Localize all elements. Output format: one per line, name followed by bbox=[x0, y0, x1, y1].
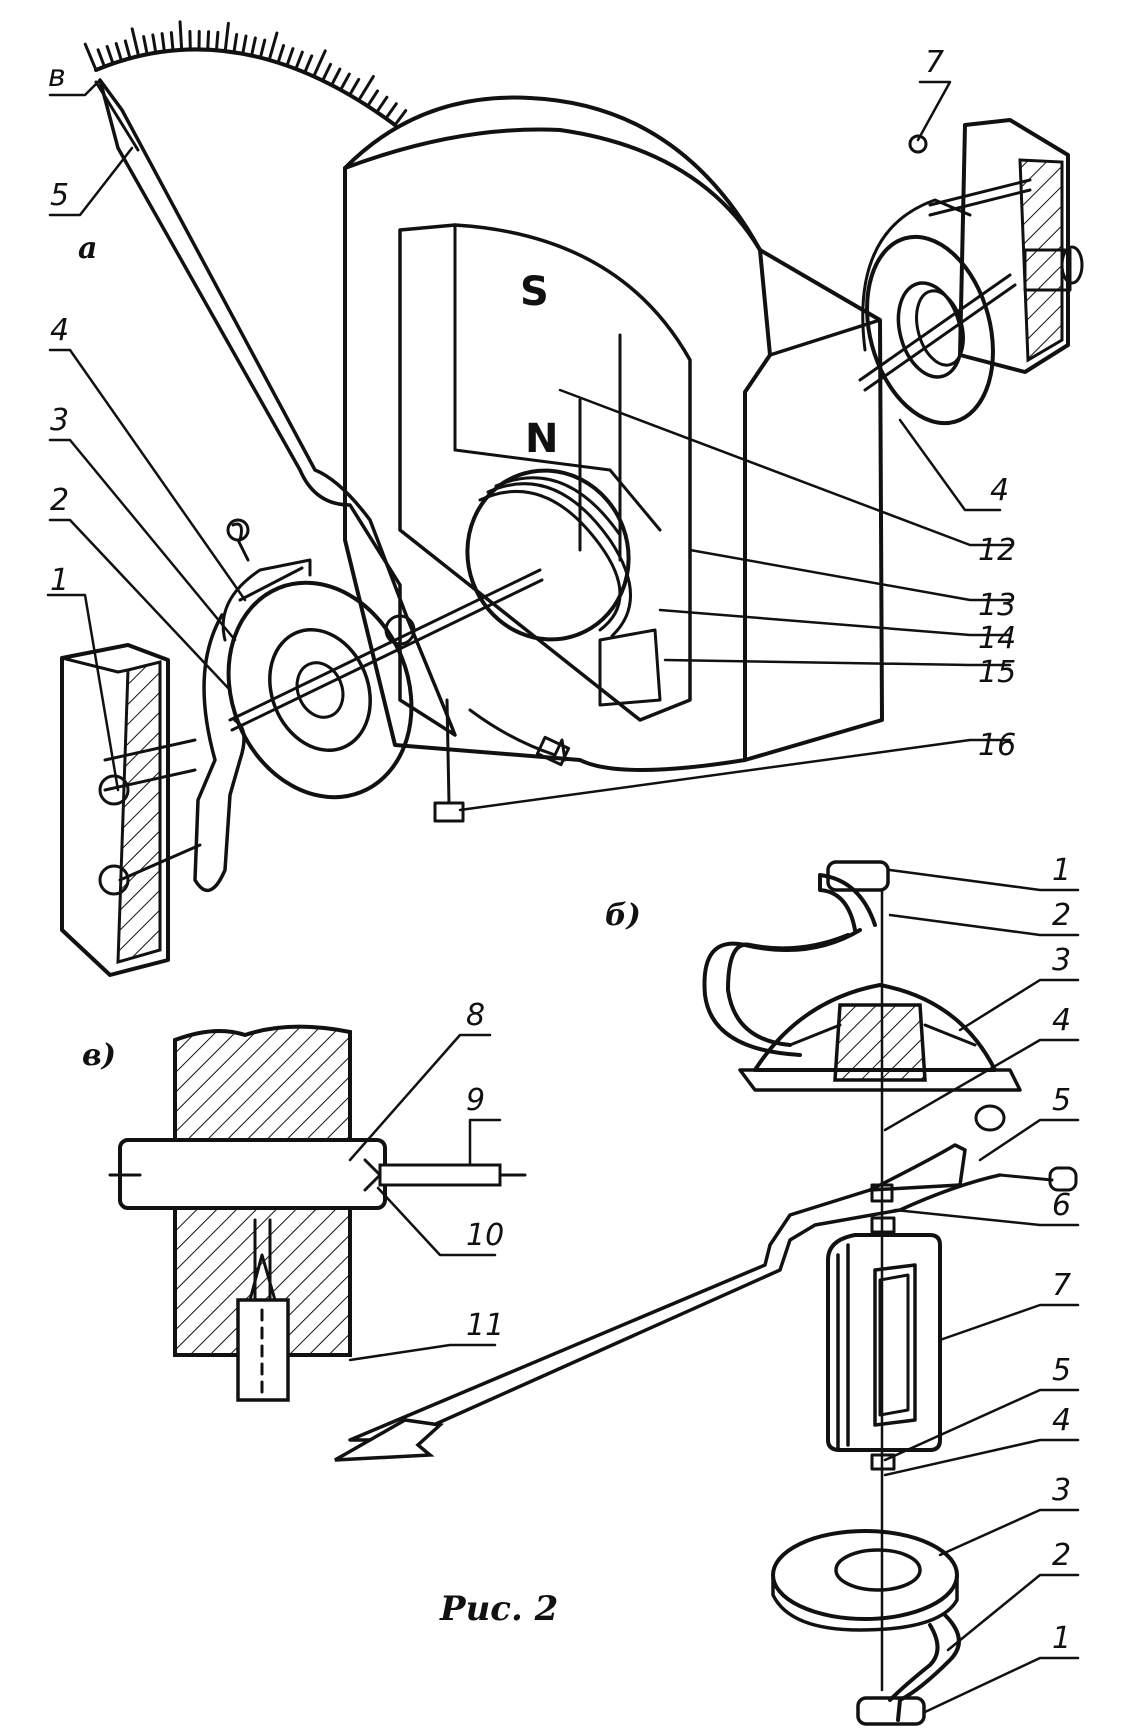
callout: 5 bbox=[50, 178, 69, 213]
panel-b: б) 1 2 3 4 5 6 7 5 4 3 2 1 bbox=[334, 853, 1080, 1726]
scale-tick bbox=[276, 43, 286, 65]
callout: 4 bbox=[50, 313, 69, 348]
callout: 7 bbox=[925, 45, 944, 80]
scale-tick bbox=[178, 20, 184, 52]
callout: 2 bbox=[1052, 1538, 1071, 1573]
callouts-a: 5 4 3 2 1 7 4 12 13 14 15 16 bbox=[50, 45, 1016, 763]
scale-tick bbox=[339, 72, 351, 92]
callout: 2 bbox=[50, 483, 69, 518]
callout: 1 bbox=[50, 563, 69, 598]
scale-tick bbox=[83, 42, 98, 72]
panel-a: S N bbox=[46, 20, 1084, 977]
callout: 16 bbox=[978, 728, 1016, 763]
callout: 12 bbox=[978, 533, 1016, 568]
callout: 3 bbox=[50, 403, 69, 438]
callout: 15 bbox=[978, 655, 1016, 690]
scale-tick bbox=[206, 30, 211, 52]
leaders-a bbox=[46, 78, 1012, 812]
shaft bbox=[118, 1138, 387, 1210]
scale-tick bbox=[214, 30, 220, 52]
callout: 3 bbox=[1052, 943, 1071, 978]
callout: 3 bbox=[1052, 1473, 1071, 1508]
callouts-v: 8 9 10 11 bbox=[466, 998, 504, 1343]
scale-tick bbox=[321, 62, 333, 83]
scale-tick bbox=[312, 49, 327, 78]
scale-tick bbox=[285, 47, 295, 68]
axle bbox=[228, 568, 542, 722]
pin-9 bbox=[378, 1163, 502, 1187]
scale-tick bbox=[223, 21, 230, 53]
callout: 14 bbox=[978, 621, 1016, 656]
callout: 4 bbox=[990, 473, 1009, 508]
leaders-b bbox=[883, 868, 1080, 1714]
scale-tick bbox=[258, 38, 267, 60]
scale-tick bbox=[384, 102, 398, 120]
scale-tick bbox=[96, 48, 106, 69]
callout: 7 bbox=[1052, 1268, 1071, 1303]
callout: 8 bbox=[466, 998, 485, 1033]
scale-tick bbox=[105, 45, 115, 66]
scale-arc bbox=[83, 20, 408, 127]
left-bearing-block bbox=[60, 643, 202, 977]
leaders-v bbox=[348, 1033, 502, 1362]
callout: 10 bbox=[466, 1218, 504, 1253]
scale-tick bbox=[160, 32, 166, 53]
top-bearing bbox=[738, 983, 1022, 1092]
scale-tick bbox=[303, 54, 314, 74]
callout: 2 bbox=[1052, 898, 1071, 933]
callout: 11 bbox=[466, 1308, 504, 1343]
scale-tick bbox=[357, 75, 375, 102]
bracket-loop bbox=[193, 613, 246, 893]
right-bearing-block bbox=[928, 118, 1084, 374]
panel-v: в) 8 9 10 11 bbox=[82, 998, 527, 1402]
scale-tick bbox=[294, 50, 304, 71]
scale-tick bbox=[169, 31, 175, 52]
callout: 1 bbox=[1052, 853, 1071, 888]
scale-tick bbox=[232, 32, 239, 54]
callout: 6 bbox=[1052, 1188, 1071, 1223]
callout: 9 bbox=[466, 1083, 485, 1118]
pole-s-label: S bbox=[520, 269, 549, 315]
scale-tick bbox=[151, 33, 158, 55]
permanent-magnet: S N bbox=[343, 95, 884, 772]
bottom-bearing bbox=[771, 1529, 959, 1632]
scale-tick bbox=[241, 34, 248, 56]
moving-coil bbox=[465, 468, 632, 642]
callout: 5 bbox=[1052, 1083, 1071, 1118]
pole-n-label: N bbox=[525, 416, 558, 462]
callout: 13 bbox=[978, 588, 1016, 623]
panel-b-label: б) bbox=[605, 898, 641, 933]
spiral-spring-left bbox=[221, 558, 414, 800]
scale-tick bbox=[393, 109, 408, 127]
scale-tick bbox=[330, 67, 342, 87]
scale-tick bbox=[142, 35, 149, 56]
scale-tick bbox=[375, 95, 389, 114]
panel-v-label: в) bbox=[82, 1038, 116, 1073]
pointer-needle bbox=[98, 78, 457, 737]
figure-caption: Рис. 2 bbox=[439, 1589, 558, 1629]
spiral-spring-right bbox=[858, 134, 1017, 426]
callout: 1 bbox=[1052, 1621, 1071, 1656]
scale-tick bbox=[123, 39, 132, 60]
callout: 4 bbox=[1052, 1003, 1071, 1038]
pointer-b bbox=[348, 1173, 1002, 1442]
panel-a-label: а bbox=[78, 231, 97, 266]
scale-tick bbox=[250, 36, 257, 58]
scale-tick bbox=[267, 31, 279, 62]
scale-tick bbox=[348, 77, 361, 97]
callout: 5 bbox=[1052, 1353, 1071, 1388]
callouts-b: 1 2 3 4 5 6 7 5 4 3 2 1 bbox=[1052, 853, 1071, 1656]
scale-tick bbox=[366, 89, 380, 108]
scale-tick bbox=[114, 42, 123, 63]
side-marker: в bbox=[48, 59, 66, 94]
arrow-tip bbox=[334, 1418, 444, 1462]
callout: 4 bbox=[1052, 1403, 1071, 1438]
scale-tick bbox=[130, 27, 141, 58]
coil-frame bbox=[826, 1216, 942, 1471]
